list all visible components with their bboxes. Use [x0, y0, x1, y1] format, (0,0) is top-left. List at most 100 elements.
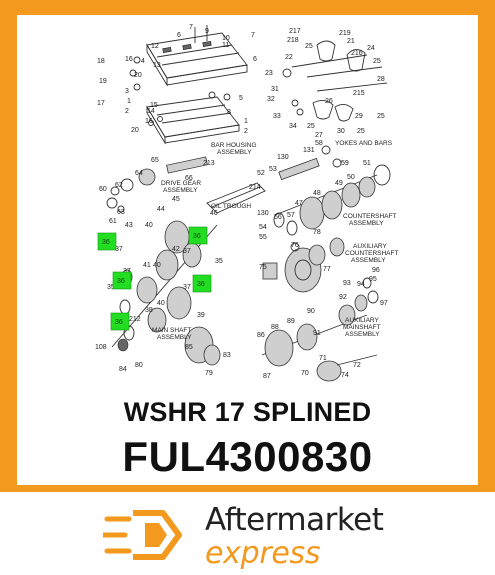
callout: 131 — [303, 147, 315, 154]
caption-line: MAINSHAFT — [343, 324, 381, 331]
callout: 130 — [257, 210, 269, 217]
callout: 31 — [271, 86, 279, 93]
callout: 16 — [145, 118, 153, 125]
callout: 1 — [127, 98, 131, 105]
callout: 23 — [265, 70, 273, 77]
yokes-and-bars-group: 217 219 218 21 25 216 24 22 25 23 28 31 … — [265, 28, 393, 147]
callout: 22 — [285, 54, 293, 61]
callout: 40 — [153, 262, 161, 269]
callout: 33 — [273, 113, 281, 120]
callout: 51 — [363, 160, 371, 167]
highlight-label: 36 — [197, 281, 205, 288]
brand-name-line2: express — [205, 536, 321, 571]
callout: 28 — [377, 76, 385, 83]
highlight-marker — [188, 226, 208, 245]
callout: 96 — [372, 267, 380, 274]
callout: 213 — [203, 160, 215, 167]
callout: 79 — [205, 370, 213, 377]
caption-line: AUXILIARY — [353, 243, 388, 250]
caption-line: BAR HOUSING — [211, 142, 257, 149]
highlighted-part-36-markers: 36 36 36 36 36 — [97, 226, 212, 331]
exploded-parts-diagram: 12 6 7 9 10 11 7 6 18 16 4 13 20 19 3 17… — [95, 24, 398, 382]
callout: 9 — [205, 28, 209, 35]
callout: 59 — [341, 160, 349, 167]
countershaft-group: 130 131 58 53 59 51 52 50 49 48 47 130 5… — [257, 140, 396, 241]
callout: 216 — [351, 50, 363, 57]
callout: 71 — [319, 355, 327, 362]
callout: 94 — [357, 281, 365, 288]
callout: 217 — [289, 28, 301, 35]
callout: 80 — [135, 362, 143, 369]
callout: 37 — [183, 248, 191, 255]
drive-gear-group: 65 213 64 66 62 60 214 63 45 61 44 46 DR… — [99, 156, 266, 225]
caption-line: OIL TROUGH — [211, 203, 251, 210]
callout: 97 — [380, 300, 388, 307]
callout: 60 — [99, 186, 107, 193]
callout: 6 — [253, 56, 257, 63]
callout: 29 — [355, 113, 363, 120]
caption-line: DRIVE GEAR — [161, 180, 201, 187]
caption-line: ASSEMBLY — [157, 334, 192, 341]
callout: 20 — [131, 127, 139, 134]
main-shaft-group: 43 40 42 37 41 40 35 37 37 35 37 40 38 3… — [95, 220, 231, 377]
product-card: 12 6 7 9 10 11 7 6 18 16 4 13 20 19 3 17… — [17, 15, 478, 485]
callout: 25 — [357, 128, 365, 135]
callout: 40 — [157, 300, 165, 307]
highlight-marker — [192, 274, 212, 293]
callout: 63 — [117, 209, 125, 216]
callout: 5 — [239, 95, 243, 102]
caption-line: COUNTERSHAFT — [345, 250, 398, 257]
callout: 2 — [244, 128, 248, 135]
callout: 34 — [289, 123, 297, 130]
part-description: WSHR 17 SPLINED — [123, 397, 372, 427]
caption-line: YOKES AND BARS — [335, 140, 393, 147]
callout: 27 — [315, 132, 323, 139]
callout: 93 — [343, 280, 351, 287]
callout: 15 — [150, 102, 158, 109]
callout: 64 — [135, 170, 143, 177]
callout: 87 — [263, 373, 271, 380]
callout: 26 — [325, 98, 333, 105]
callout: 74 — [341, 372, 349, 379]
callout: 10 — [222, 35, 230, 42]
callout: 56 — [274, 214, 282, 221]
callout: 84 — [119, 366, 127, 373]
callout: 38 — [145, 307, 153, 314]
callout: 218 — [287, 37, 299, 44]
caption-line: MAIN SHAFT — [152, 327, 191, 334]
callout: 21 — [347, 38, 355, 45]
highlight-label: 36 — [115, 319, 123, 326]
callout: 37 — [183, 284, 191, 291]
caption-line: AUXILIARY — [345, 317, 380, 324]
callout: 75 — [259, 264, 267, 271]
callout: 76 — [291, 242, 299, 249]
caption-line: ASSEMBLY — [351, 257, 386, 264]
bar-housing-group: 12 6 7 9 10 11 7 6 18 16 4 13 20 19 3 17… — [97, 24, 257, 156]
callout: 61 — [109, 218, 117, 225]
callout: 55 — [259, 234, 267, 241]
callout: 41 — [143, 262, 151, 269]
callout: 214 — [249, 184, 261, 191]
callout: 2 — [125, 108, 129, 115]
callout: 37 — [115, 246, 123, 253]
callout: 25 — [377, 113, 385, 120]
callout: 49 — [335, 180, 343, 187]
callout: 72 — [353, 362, 361, 369]
highlight-marker — [110, 312, 130, 331]
callout: 53 — [269, 166, 277, 173]
callout: 62 — [115, 182, 123, 189]
callout: 215 — [353, 90, 365, 97]
callout: 4 — [141, 58, 145, 65]
callout: 11 — [222, 42, 229, 49]
callout: 16 — [125, 56, 133, 63]
callout: 24 — [367, 45, 375, 52]
callout: 47 — [295, 200, 303, 207]
callout: 78 — [313, 229, 321, 236]
highlight-marker — [112, 271, 132, 290]
callout: 52 — [257, 170, 265, 177]
callout: 83 — [223, 352, 231, 359]
callout: 57 — [287, 212, 295, 219]
footer — [0, 492, 495, 575]
callout: 39 — [197, 312, 205, 319]
callout: 19 — [99, 78, 107, 85]
